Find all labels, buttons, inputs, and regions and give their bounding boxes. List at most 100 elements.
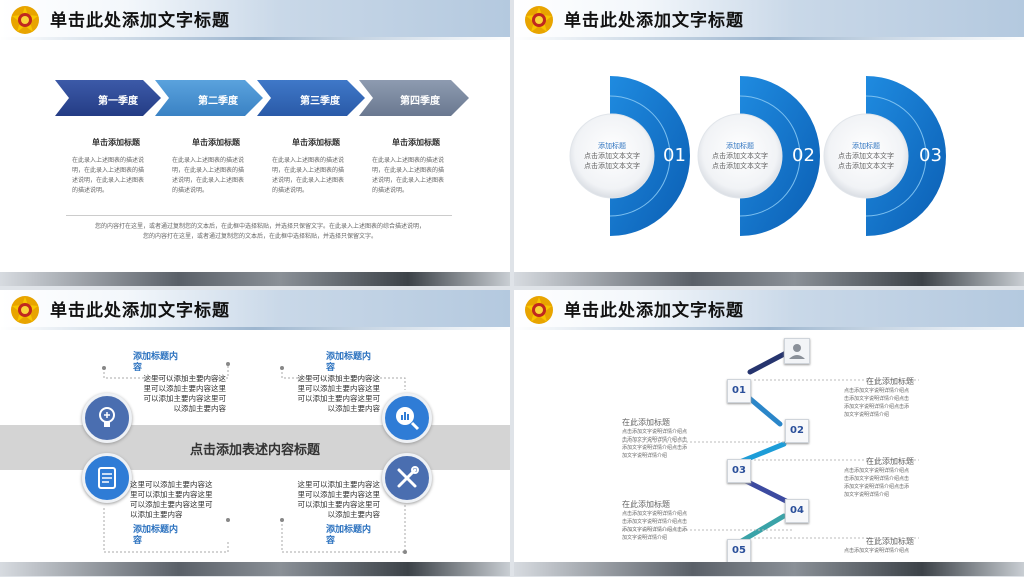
column-heading: 单击添加标题	[192, 138, 240, 147]
bulb-icon	[82, 393, 132, 443]
column-line: 的描述说明。	[172, 187, 209, 194]
slide-header: 单击此处添加文字标题	[514, 290, 1024, 330]
block-title-line: 容	[326, 363, 336, 373]
step-line: 加文字说明详情介绍	[622, 535, 668, 541]
step-badge-05: 05	[727, 539, 751, 563]
block-2-text: 这里可以添加主要内容这 里可以添加主要内容这里 可以添加主要内容这里可 以添加主…	[284, 374, 381, 414]
step-line: 添加文字说明详情介绍点击添	[622, 527, 688, 533]
block-line: 可以添加主要内容这里可	[297, 500, 381, 509]
step-line: 加文字说明详情介绍	[844, 412, 890, 418]
block-1-text: 这里可以添加主要内容这 里可以添加主要内容这里 可以添加主要内容这里可 以添加主…	[130, 374, 227, 414]
step-line: 点击添加文字说明详情介绍点	[844, 388, 910, 394]
slide-3: 单击此处添加文字标题 点击添加表述内容标题 添加标题内 容 这里可以添加主要内容…	[0, 290, 510, 576]
column-line: 明，在此录入上述图表的描	[72, 167, 145, 174]
block-title-line: 容	[133, 363, 143, 373]
column-line: 明，在此录入上述图表的描	[172, 167, 245, 174]
column-line: 的描述说明。	[372, 187, 409, 194]
column-heading: 单击添加标题	[292, 138, 340, 147]
item-title: 添加标题	[852, 142, 880, 150]
slide-1: 单击此处添加文字标题 第一季度 第二季度 第三季度 第四季度 单击添加标题 在此…	[0, 0, 510, 286]
column-line: 述说明，在此录入上述图表	[172, 177, 245, 184]
block-line: 以添加主要内容	[130, 510, 183, 519]
quarter-column-1: 单击添加标题 在此录入上述图表的描述说 明，在此录入上述图表的描 述说明，在此录…	[72, 137, 160, 196]
column-line: 在此录入上述图表的描述说	[72, 157, 145, 164]
block-line: 可以添加主要内容这里可	[130, 500, 213, 509]
slide-4: 单击此处添加文字标题 01 02 03 04 05 在此添加标题 点击添加文字说…	[514, 290, 1024, 576]
arrow-label-q1: 第一季度	[98, 96, 138, 107]
block-1-title: 添加标题内 容	[133, 352, 178, 374]
step-line: 点击添加文字说明详情介绍点	[844, 548, 910, 554]
step-text-5: 在此添加标题 点击添加文字说明详情介绍点	[844, 536, 914, 555]
emblem-logo-icon	[11, 6, 39, 34]
column-line: 的描述说明。	[72, 187, 109, 194]
block-3-title: 添加标题内 容	[133, 525, 178, 547]
step-title: 在此添加标题	[866, 457, 914, 466]
step-line: 添加文字说明详情介绍点击添	[844, 404, 910, 410]
emblem-logo-icon	[525, 6, 553, 34]
divider	[66, 215, 452, 216]
step-line: 击添加文字说明详情介绍点击	[622, 519, 688, 525]
summary-line-2: 您的内容打在这里，或者通过复制您的文本后，在此框中选择粘贴，并选择只保留文字。	[142, 233, 377, 240]
step-line: 点击添加文字说明详情介绍点	[844, 468, 910, 474]
step-line: 点击添加文字说明详情介绍点	[622, 511, 688, 517]
semicircle-item-3	[823, 76, 946, 236]
block-title-line: 添加标题内	[133, 352, 179, 362]
block-line: 以添加主要内容	[173, 404, 227, 413]
step-line: 击添加文字说明详情介绍点击	[622, 437, 688, 443]
quarter-column-4: 单击添加标题 在此录入上述图表的描述说 明，在此录入上述图表的描 述说明，在此录…	[372, 137, 460, 196]
item-1-text: 添加标题 点击添加文本文字 点击添加文本文字	[574, 141, 650, 171]
block-line: 里可以添加主要内容这里	[130, 490, 213, 499]
checklist-icon	[82, 453, 132, 503]
step-text-3: 在此添加标题 点击添加文字说明详情介绍点 击添加文字说明详情介绍点击 添加文字说…	[844, 456, 914, 499]
block-4-title: 添加标题内 容	[326, 525, 371, 547]
step-connectors	[622, 349, 919, 545]
arrow-q2	[155, 80, 263, 116]
item-1-number: 01	[663, 145, 686, 166]
block-title-line: 添加标题内	[326, 525, 372, 535]
slide-header: 单击此处添加文字标题	[514, 0, 1024, 40]
item-3-text: 添加标题 点击添加文本文字 点击添加文本文字	[828, 141, 904, 171]
column-line: 明，在此录入上述图表的描	[372, 167, 445, 174]
slide-title: 单击此处添加文字标题	[564, 11, 744, 31]
step-badge-04: 04	[785, 499, 809, 523]
step-title: 在此添加标题	[866, 537, 914, 546]
item-line: 点击添加文本文字	[584, 162, 640, 170]
footer-band	[514, 272, 1024, 286]
arrow-q1	[55, 80, 161, 116]
connector-lines	[102, 362, 407, 554]
block-line: 这里可以添加主要内容这	[130, 480, 213, 489]
item-line: 点击添加文本文字	[584, 152, 640, 160]
item-2-number: 02	[792, 145, 815, 166]
step-line: 添加文字说明详情介绍点击添	[844, 484, 910, 490]
block-line: 这里可以添加主要内容这	[297, 374, 381, 383]
item-3-number: 03	[919, 145, 942, 166]
step-badge-02: 02	[785, 419, 809, 443]
column-line: 述说明，在此录入上述图表	[372, 177, 445, 184]
step-line: 加文字说明详情介绍	[844, 492, 890, 498]
block-line: 以添加主要内容	[327, 404, 381, 413]
step-line: 加文字说明详情介绍	[622, 453, 668, 459]
arrow-q4	[359, 80, 469, 116]
block-title-line: 添加标题内	[133, 525, 179, 535]
quarter-column-2: 单击添加标题 在此录入上述图表的描述说 明，在此录入上述图表的描 述说明，在此录…	[172, 137, 260, 196]
band-title: 点击添加表述内容标题	[189, 443, 320, 458]
column-heading: 单击添加标题	[92, 138, 140, 147]
tools-icon	[382, 453, 432, 503]
block-line: 可以添加主要内容这里可	[143, 394, 227, 403]
footer-band	[514, 562, 1024, 576]
block-title-line: 容	[133, 536, 143, 546]
step-title: 在此添加标题	[622, 500, 670, 509]
slide-title: 单击此处添加文字标题	[50, 11, 230, 31]
step-text-4: 在此添加标题 点击添加文字说明详情介绍点 击添加文字说明详情介绍点击 添加文字说…	[622, 499, 692, 542]
arrow-label-q3: 第三季度	[300, 96, 340, 107]
step-line: 点击添加文字说明详情介绍点	[622, 429, 688, 435]
item-2-text: 添加标题 点击添加文本文字 点击添加文本文字	[702, 141, 778, 171]
block-3-text: 这里可以添加主要内容这 里可以添加主要内容这里 可以添加主要内容这里可 以添加主…	[130, 480, 226, 520]
column-line: 明，在此录入上述图表的描	[272, 167, 345, 174]
item-line: 点击添加文本文字	[712, 162, 768, 170]
step-title: 在此添加标题	[866, 377, 914, 386]
step-text-2: 在此添加标题 点击添加文字说明详情介绍点 击添加文字说明详情介绍点击 添加文字说…	[622, 417, 692, 460]
semicircle-item-2	[697, 76, 820, 236]
block-line: 里可以添加主要内容这里	[143, 384, 227, 393]
step-text-1: 在此添加标题 点击添加文字说明详情介绍点 击添加文字说明详情介绍点击 添加文字说…	[844, 376, 914, 419]
